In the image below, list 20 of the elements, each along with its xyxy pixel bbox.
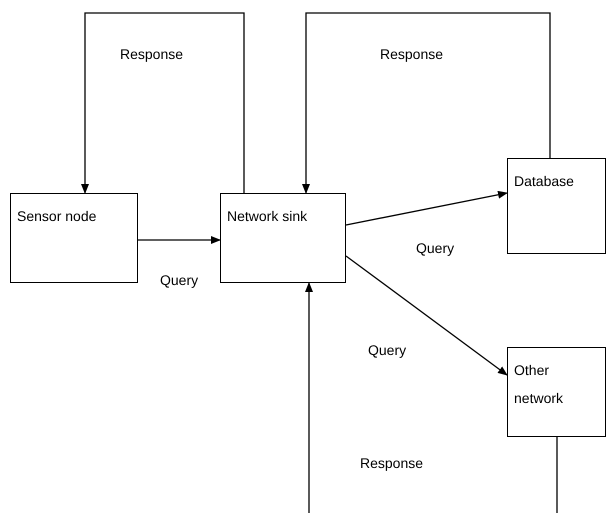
edge-label: Response xyxy=(358,455,426,471)
arrow xyxy=(305,282,558,513)
edge-label: Query xyxy=(414,240,456,256)
arrow xyxy=(346,255,508,376)
edge-label: Response xyxy=(378,46,446,62)
node-label: Sensor node xyxy=(17,207,96,226)
edge-label: Query xyxy=(158,272,200,288)
edge-label: Response xyxy=(118,46,186,62)
arrow xyxy=(346,190,508,226)
process-box xyxy=(507,158,606,254)
process-box xyxy=(507,347,606,437)
arrow xyxy=(81,12,245,194)
node-label: Database xyxy=(514,172,574,191)
edge-label: Query xyxy=(366,342,408,358)
arrow xyxy=(138,236,221,244)
node-label: Network sink xyxy=(227,207,308,226)
process-box xyxy=(220,193,346,283)
arrow xyxy=(302,12,551,194)
process-box xyxy=(10,193,138,283)
node-label: Other network xyxy=(514,361,564,408)
